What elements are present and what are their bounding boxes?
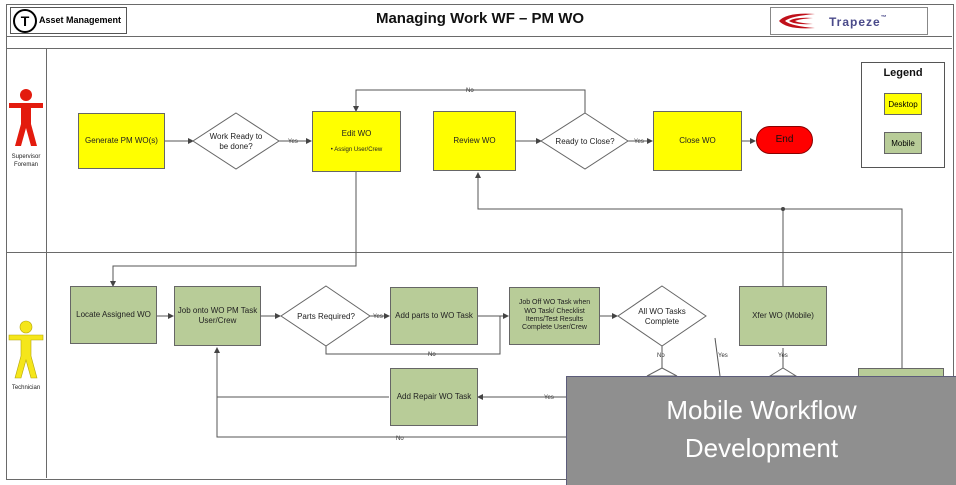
edge-yes-all-tasks: Yes <box>718 353 728 359</box>
job-off-wo-task-box: Job Off WO Task when WO Task/ Checklist … <box>509 287 600 345</box>
decision-all-tasks-complete <box>617 285 707 347</box>
lane-top-border <box>6 48 952 49</box>
decision-partial-right <box>768 367 798 377</box>
trapeze-swoosh-icon <box>779 13 815 29</box>
header-bar <box>6 4 952 37</box>
legend-title: Legend <box>883 67 923 79</box>
work-ready-label-2: be done? <box>219 142 253 151</box>
edge-yes-work-ready: Yes <box>288 139 298 145</box>
trapeze-text: Trapeze™ <box>829 15 888 29</box>
add-parts-to-wo-task-box: Add parts to WO Task <box>390 287 478 345</box>
edit-wo-box: Edit WO • Assign User/Crew <box>312 111 401 172</box>
technician-figure-icon <box>8 320 44 379</box>
edge-yes-ready-close: Yes <box>634 139 644 145</box>
logo-text: Asset Management <box>39 15 122 25</box>
generate-pm-wo-box: Generate PM WO(s) <box>78 113 165 169</box>
lane-label-technician: Technician <box>12 385 40 391</box>
t-logo-icon: T <box>13 9 37 33</box>
all-tasks-label-1: All WO Tasks <box>638 307 685 316</box>
mobile-workflow-caption: Mobile Workflow Development <box>566 376 956 485</box>
ready-to-close-label: Ready to Close? <box>555 137 615 146</box>
legend-desktop-swatch: Desktop <box>884 93 922 115</box>
supervisor-figure-icon <box>9 89 43 146</box>
assign-user-crew-label: • Assign User/Crew <box>330 146 383 153</box>
page-title: Managing Work WF – PM WO <box>375 10 585 27</box>
review-wo-box: Review WO <box>433 111 516 171</box>
close-wo-box: Close WO <box>653 111 742 171</box>
edge-no-ready-close: No <box>466 88 474 94</box>
decision-partial-left <box>646 367 678 377</box>
legend-mobile-swatch: Mobile <box>884 132 922 154</box>
trapeze-logo: Trapeze™ <box>770 7 928 35</box>
edge-no-all-tasks: No <box>657 353 665 359</box>
lane-divider <box>6 252 952 253</box>
decision-parts-required <box>280 285 371 347</box>
edge-no-loop: No <box>396 436 404 442</box>
locate-assigned-wo-box: Locate Assigned WO <box>70 286 157 344</box>
edit-wo-label: Edit WO <box>341 129 372 139</box>
job-onto-wo-pm-task-box: Job onto WO PM Task User/Crew <box>174 286 261 346</box>
caption-line-2: Development <box>684 432 839 463</box>
lane-label-supervisor: Supervisor <box>12 154 41 160</box>
add-repair-wo-task-box: Add Repair WO Task <box>390 368 478 426</box>
parts-required-label: Parts Required? <box>297 312 355 321</box>
decision-ready-to-close <box>540 112 629 170</box>
decision-work-ready <box>192 112 280 170</box>
legend: Legend Desktop Mobile <box>861 62 945 168</box>
caption-line-1: Mobile Workflow <box>666 395 857 425</box>
edge-no-parts: No <box>428 352 436 358</box>
edge-yes-repair: Yes <box>544 395 554 401</box>
work-ready-label-1: Work Ready to <box>210 132 263 141</box>
asset-management-logo: T Asset Management <box>10 7 127 34</box>
edge-yes-parts: Yes <box>373 314 383 320</box>
end-terminator: End <box>756 126 813 154</box>
edge-yes-xfer: Yes <box>778 353 788 359</box>
xfer-wo-box: Xfer WO (Mobile) <box>739 286 827 346</box>
lane-label-foreman: Foreman <box>14 162 38 168</box>
all-tasks-label-2: Complete <box>645 317 680 326</box>
lane-actor-column <box>6 48 47 478</box>
